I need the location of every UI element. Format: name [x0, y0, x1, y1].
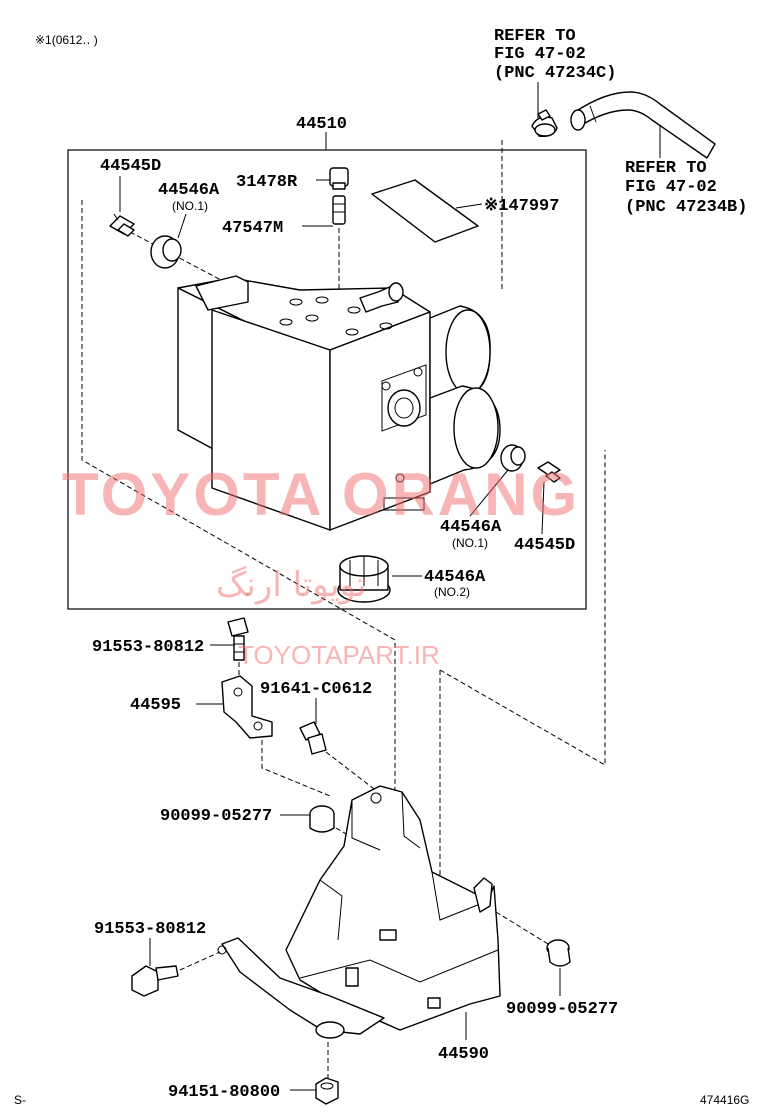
bracket-44595-icon	[221, 675, 273, 739]
plug-31478r-icon	[329, 167, 349, 190]
cap-44546a-bottom-icon	[337, 555, 391, 603]
svg-text:(PNC 47234C): (PNC 47234C)	[494, 64, 616, 83]
label-44546a-right-sub: (NO.1)	[452, 536, 488, 550]
watermark-main: TOYOTA ORANG	[62, 461, 580, 528]
label-44546a-bottom: 44546A	[424, 568, 486, 587]
cap-44546a-top-icon	[150, 235, 182, 269]
label-90099-right: 90099-05277	[506, 1000, 618, 1019]
watermark-url: TOYOTAPART.IR	[238, 640, 440, 670]
label-44546a-top-sub: (NO.1)	[172, 199, 208, 213]
watermark-persian: تویوتا ارنگ	[216, 565, 366, 605]
header-note: ※1(0612‥ )	[35, 33, 98, 47]
label-44590: 44590	[438, 1045, 489, 1064]
label-47547m: 47547M	[222, 219, 283, 238]
nut-90099-left-icon	[309, 805, 335, 833]
bolt-91641-icon	[299, 721, 327, 755]
caution-label-147997-icon	[371, 179, 479, 243]
brake-hose-icon	[570, 91, 716, 159]
label-44545d-right: 44545D	[514, 536, 575, 555]
label-91641: 91641-C0612	[260, 680, 372, 699]
label-44546a-top: 44546A	[158, 181, 220, 200]
valve-47547m-icon	[332, 195, 346, 225]
label-90099-left: 90099-05277	[160, 807, 272, 826]
label-94151: 94151-80800	[168, 1083, 280, 1102]
label-44546a-bottom-sub: (NO.2)	[434, 585, 470, 599]
assembly-label: 44510	[296, 115, 347, 134]
svg-text:FIG 47-02: FIG 47-02	[494, 45, 586, 64]
label-44545d-top: 44545D	[100, 157, 161, 176]
bolt-91553-top-icon	[227, 617, 249, 661]
cap-44546a-right-icon	[500, 444, 526, 472]
label-31478r: 31478R	[236, 173, 298, 192]
nut-90099-right-icon	[546, 939, 571, 967]
label-44595: 44595	[130, 696, 181, 715]
label-147997: ※147997	[484, 197, 559, 216]
bracket-44590-icon	[217, 785, 501, 1039]
bleeder-plug-44545d-right-icon	[537, 461, 561, 483]
label-91553-bottom: 91553-80812	[94, 920, 206, 939]
refer-note-47234c: REFER TO FIG 47-02 (PNC 47234C)	[494, 27, 616, 118]
svg-text:REFER TO: REFER TO	[625, 159, 707, 178]
svg-text:FIG 47-02: FIG 47-02	[625, 178, 717, 197]
bolt-91553-bottom-icon	[131, 965, 179, 997]
hose-clamp-icon	[531, 109, 558, 138]
label-91553-top: 91553-80812	[92, 638, 204, 657]
label-44546a-right: 44546A	[440, 518, 502, 537]
assembly-frame	[67, 149, 587, 610]
abs-actuator-icon	[177, 275, 501, 531]
corner-code: S-	[14, 1093, 26, 1107]
svg-text:(PNC 47234B): (PNC 47234B)	[625, 198, 747, 217]
illustration-id: 474416G	[700, 1093, 749, 1107]
refer-note-47234b: REFER TO FIG 47-02 (PNC 47234B)	[625, 122, 747, 217]
svg-text:REFER TO: REFER TO	[494, 27, 576, 46]
nut-94151-icon	[315, 1077, 339, 1105]
bleeder-plug-44545d-top-icon	[109, 213, 135, 237]
